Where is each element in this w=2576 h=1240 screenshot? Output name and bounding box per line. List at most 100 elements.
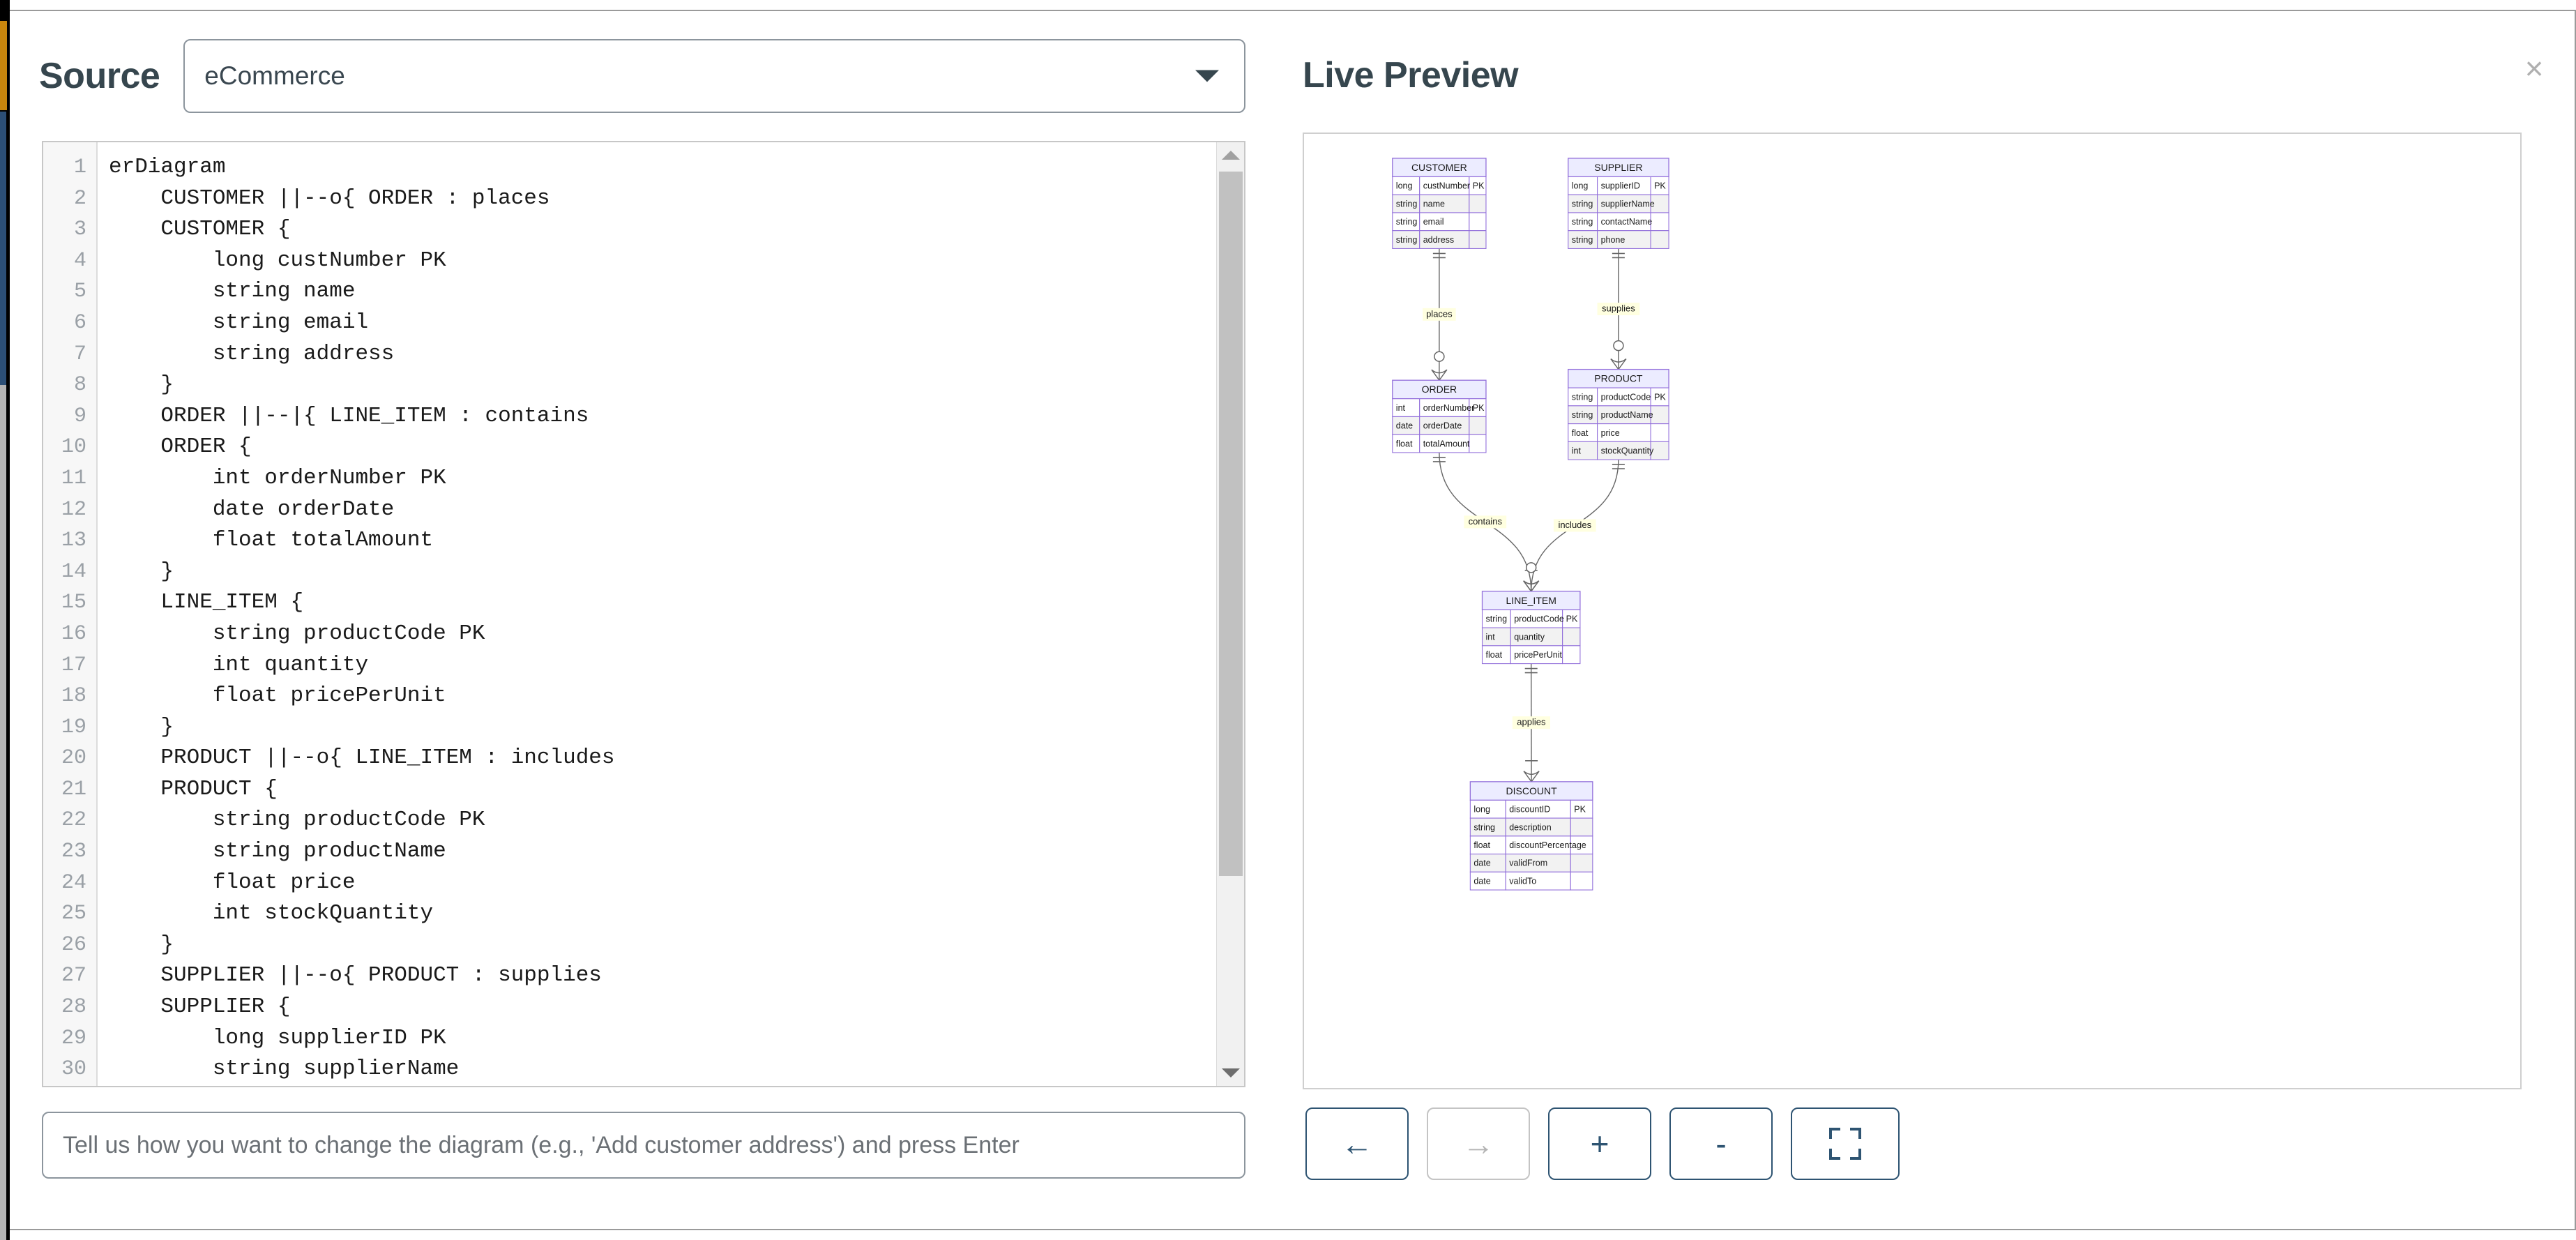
svg-text:includes: includes bbox=[1558, 520, 1591, 530]
code-line[interactable]: ORDER { bbox=[109, 434, 252, 460]
svg-text:supplierName: supplierName bbox=[1601, 199, 1655, 209]
line-number: 16 bbox=[61, 621, 86, 646]
zoom-out-button[interactable]: - bbox=[1669, 1107, 1773, 1180]
svg-text:CUSTOMER: CUSTOMER bbox=[1411, 162, 1467, 173]
svg-text:string: string bbox=[1396, 217, 1418, 227]
line-number: 6 bbox=[73, 310, 86, 335]
svg-text:LINE_ITEM: LINE_ITEM bbox=[1506, 595, 1556, 606]
svg-text:int: int bbox=[1396, 403, 1406, 413]
code-line[interactable]: erDiagram bbox=[109, 155, 226, 179]
code-line[interactable]: float price bbox=[109, 870, 356, 895]
line-number: 24 bbox=[61, 870, 86, 895]
line-number: 28 bbox=[61, 995, 86, 1020]
code-line[interactable]: SUPPLIER { bbox=[109, 995, 291, 1020]
line-number: 15 bbox=[61, 591, 86, 615]
code-line[interactable]: } bbox=[109, 559, 174, 584]
svg-text:productCode: productCode bbox=[1601, 392, 1651, 402]
undo-button[interactable]: ← bbox=[1305, 1107, 1409, 1180]
svg-text:validFrom: validFrom bbox=[1509, 859, 1547, 868]
code-line[interactable]: float pricePerUnit bbox=[109, 683, 446, 709]
code-line[interactable]: string productName bbox=[109, 839, 446, 864]
code-line[interactable]: int quantity bbox=[109, 652, 369, 677]
code-line[interactable]: float totalAmount bbox=[109, 528, 434, 553]
code-line[interactable]: string address bbox=[109, 341, 395, 366]
code-line[interactable]: date orderDate bbox=[109, 497, 395, 522]
svg-text:PK: PK bbox=[1566, 614, 1578, 624]
svg-text:string: string bbox=[1396, 235, 1418, 245]
svg-text:float: float bbox=[1473, 840, 1490, 850]
code-line[interactable]: string productCode PK bbox=[109, 808, 485, 833]
svg-text:long: long bbox=[1396, 181, 1413, 191]
svg-text:PK: PK bbox=[1654, 181, 1666, 191]
line-number: 12 bbox=[61, 497, 86, 522]
svg-text:orderDate: orderDate bbox=[1423, 421, 1462, 431]
line-number: 17 bbox=[61, 653, 86, 677]
zoom-in-button[interactable]: + bbox=[1548, 1107, 1651, 1180]
svg-text:custNumber: custNumber bbox=[1423, 181, 1470, 191]
code-line[interactable]: long supplierID PK bbox=[109, 1025, 446, 1050]
svg-text:address: address bbox=[1423, 235, 1454, 245]
code-line[interactable]: long custNumber PK bbox=[109, 248, 446, 273]
caret-down-icon[interactable] bbox=[1221, 1068, 1240, 1078]
code-line[interactable]: } bbox=[109, 932, 174, 957]
line-number: 5 bbox=[73, 280, 86, 304]
line-number: 25 bbox=[61, 902, 86, 926]
code-area[interactable]: erDiagram CUSTOMER ||--o{ ORDER : places… bbox=[98, 142, 1244, 1086]
source-select-value: eCommerce bbox=[204, 61, 345, 90]
code-line[interactable]: string supplierName bbox=[109, 1057, 460, 1082]
code-line[interactable]: PRODUCT ||--o{ LINE_ITEM : includes bbox=[109, 746, 615, 771]
editor-scrollbar[interactable] bbox=[1216, 142, 1244, 1086]
line-number: 26 bbox=[61, 932, 86, 957]
redo-button[interactable]: → bbox=[1427, 1107, 1530, 1180]
source-select[interactable]: eCommerce bbox=[183, 39, 1245, 113]
svg-text:name: name bbox=[1423, 199, 1445, 209]
code-line[interactable]: string name bbox=[109, 279, 356, 304]
svg-text:discountID: discountID bbox=[1509, 805, 1550, 815]
code-line[interactable]: string email bbox=[109, 310, 369, 335]
caret-up-icon[interactable] bbox=[1221, 151, 1240, 160]
svg-text:date: date bbox=[1396, 421, 1413, 431]
svg-text:date: date bbox=[1473, 859, 1490, 868]
scrollbar-thumb[interactable] bbox=[1219, 172, 1243, 876]
svg-text:string: string bbox=[1572, 199, 1593, 209]
code-line[interactable]: int orderNumber PK bbox=[109, 465, 446, 490]
background-band-gray bbox=[0, 385, 6, 1240]
svg-text:productName: productName bbox=[1601, 410, 1653, 420]
code-line[interactable]: ORDER ||--|{ LINE_ITEM : contains bbox=[109, 403, 589, 428]
svg-text:discountPercentage: discountPercentage bbox=[1509, 840, 1586, 850]
svg-text:int: int bbox=[1572, 446, 1582, 456]
svg-text:stockQuantity: stockQuantity bbox=[1601, 446, 1654, 456]
svg-text:phone: phone bbox=[1601, 235, 1626, 245]
code-line[interactable]: int stockQuantity bbox=[109, 901, 434, 926]
line-number: 3 bbox=[73, 218, 86, 242]
line-number: 30 bbox=[61, 1057, 86, 1082]
enlarge-diagram-button[interactable] bbox=[1791, 1107, 1900, 1180]
line-number: 22 bbox=[61, 808, 86, 833]
line-number: 14 bbox=[61, 559, 86, 584]
code-line[interactable]: LINE_ITEM { bbox=[109, 590, 304, 615]
code-line[interactable]: PRODUCT { bbox=[109, 776, 278, 801]
code-line[interactable]: } bbox=[109, 714, 174, 739]
code-line[interactable]: } bbox=[109, 372, 174, 398]
code-line[interactable]: CUSTOMER ||--o{ ORDER : places bbox=[109, 186, 550, 211]
line-number: 18 bbox=[61, 684, 86, 709]
close-icon[interactable]: × bbox=[2524, 50, 2544, 86]
svg-text:validTo: validTo bbox=[1509, 876, 1536, 886]
code-line[interactable]: SUPPLIER ||--o{ PRODUCT : supplies bbox=[109, 963, 602, 988]
expand-corners-icon bbox=[1829, 1128, 1861, 1160]
diagram-prompt-input[interactable] bbox=[42, 1112, 1245, 1179]
code-line[interactable]: CUSTOMER { bbox=[109, 217, 291, 242]
svg-text:quantity: quantity bbox=[1514, 632, 1545, 642]
code-line[interactable]: string productCode PK bbox=[109, 621, 485, 646]
